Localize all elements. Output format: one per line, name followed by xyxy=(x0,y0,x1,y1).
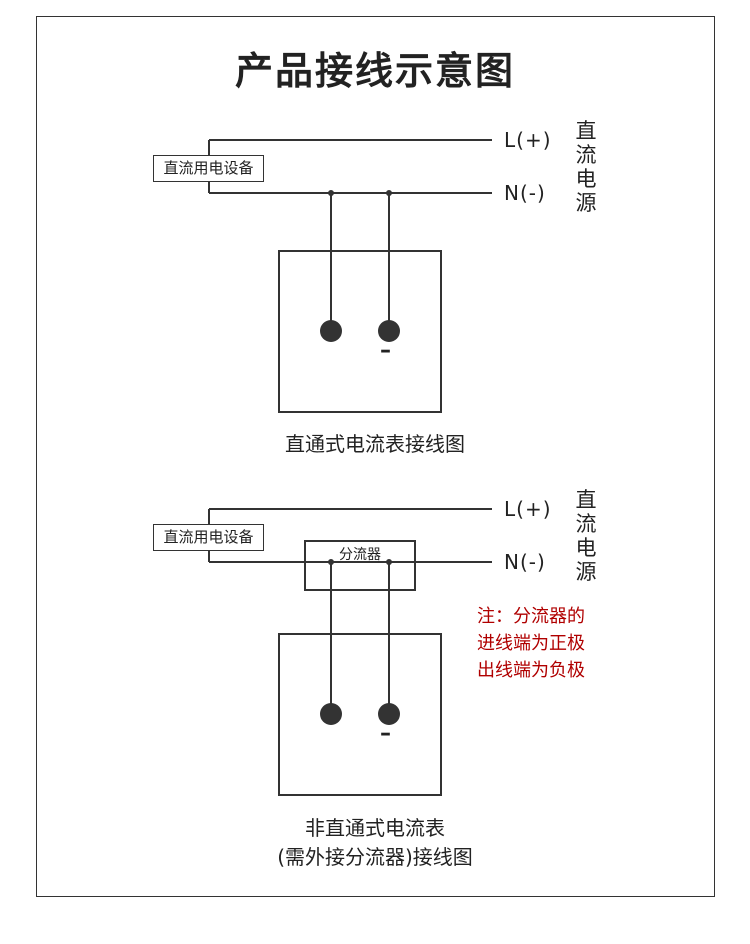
d2-caption-line-1: 非直通式电流表 xyxy=(305,816,445,840)
d1-n-label: N(-) xyxy=(504,181,546,205)
d2-minus-mark: – xyxy=(380,721,391,746)
d1-terminal-left xyxy=(320,320,342,342)
d1-meter-box xyxy=(278,250,442,413)
d2-l-label: L(+) xyxy=(504,497,552,521)
d2-note-line-2: 进线端为正极 xyxy=(477,633,585,654)
d1-junction-dot-1 xyxy=(328,190,334,196)
d1-terminal-right xyxy=(378,320,400,342)
d2-note-line-3: 出线端为负极 xyxy=(477,660,585,681)
d1-caption: 直通式电流表接线图 xyxy=(285,432,465,456)
d2-junction-dot-2 xyxy=(386,559,392,565)
d1-l-label: L(+) xyxy=(504,128,552,152)
d2-terminal-left xyxy=(320,703,342,725)
d2-junction-dot-1 xyxy=(328,559,334,565)
d1-device-label: 直流用电设备 xyxy=(153,155,264,182)
d2-source-label: 直流电源 xyxy=(575,488,597,584)
d2-caption-line-2: (需外接分流器)接线图 xyxy=(277,845,473,869)
page-title: 产品接线示意图 xyxy=(234,49,515,93)
d2-shunt-box xyxy=(304,540,416,591)
d2-note-line-1: 注：分流器的 xyxy=(477,606,585,627)
d2-device-label: 直流用电设备 xyxy=(153,524,264,551)
d1-junction-dot-2 xyxy=(386,190,392,196)
d1-source-label: 直流电源 xyxy=(575,119,597,215)
d1-minus-mark: – xyxy=(380,338,391,363)
d2-terminal-right xyxy=(378,703,400,725)
d2-meter-box xyxy=(278,633,442,796)
d2-shunt-label: 分流器 xyxy=(339,547,381,563)
d2-n-label: N(-) xyxy=(504,550,546,574)
outer-frame xyxy=(36,16,715,897)
